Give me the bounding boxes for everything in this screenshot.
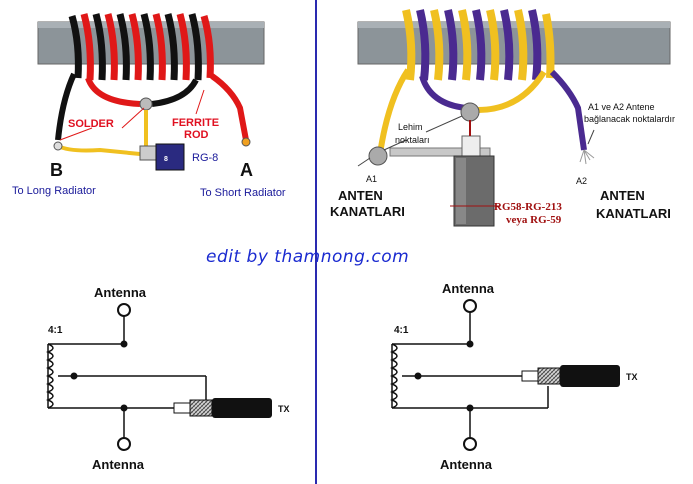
antenna-bottom-terminal [117,437,131,451]
antenna-bottom-label-right: Antenna [440,457,493,472]
solder-point-a1 [368,146,388,166]
shield-bracket [389,147,491,157]
wire-purple-to-a2 [549,69,587,151]
antenna-top-terminal [117,303,131,317]
ratio-label: 4:1 [48,325,63,336]
top-left-balun: 8 SOLDER FERRITE ROD RG-8 B A To Long Ra… [12,13,286,199]
wire-red-to-junction [85,76,141,107]
coil-windings-right [402,9,555,81]
bottom-left-schematic: Antenna 4:1 Antenna TX [45,285,290,472]
coax-braid [189,399,213,417]
coax-jacket-right [560,365,620,387]
to-long-radiator: To Long Radiator [12,185,96,197]
antenna-bottom-label: Antenna [92,457,145,472]
terminal-b-label: B [50,160,63,180]
a1-label: A1 [366,174,377,184]
coax-connector [139,145,157,161]
coil-winding [45,343,54,409]
tx-label-right: TX [626,372,638,382]
solder-junction-right [460,102,480,122]
wire-black-to-junction [151,78,199,107]
svg-text:8: 8 [164,156,168,163]
junction-mid [70,372,78,380]
junction-mid-right [414,372,422,380]
bottom-right-schematic: Antenna 4:1 Antenna TX [389,281,638,472]
wire-yellow-to-b [57,144,141,156]
ferrite-rod-right [357,21,671,65]
wire-yellow-to-junction [477,70,547,113]
coax-types-line1: RG58-RG-213 [494,201,562,213]
antenna-top-label-right: Antenna [442,281,495,296]
wire-red-to-a [210,73,249,141]
credit-watermark: edit by thamnong.com [206,247,409,267]
antenna-note-line1: A1 ve A2 Antene [588,102,655,112]
wire-yellow-to-a1 [377,68,411,155]
ratio-label-right: 4:1 [394,325,409,336]
connector-box [461,135,481,157]
tx-label: TX [278,404,290,414]
terminal-a-label: A [240,160,253,180]
anten-right-line1: ANTEN [600,188,645,203]
coax-jacket [212,398,272,418]
solder-points-line2: noktaları [395,135,430,145]
solder-label: SOLDER [68,118,114,130]
solder-points-line1: Lehim [398,122,423,132]
coil-winding-right [389,343,398,409]
coax-cable-rg8 [155,143,185,171]
solder-junction [139,97,153,111]
coax-center-conductor [173,402,191,414]
terminal-b-dot [53,141,63,151]
a2-strands [579,149,595,165]
wire-purple-to-junction [419,75,467,111]
anten-right-line2: KANATLARI [596,206,671,221]
to-short-radiator: To Short Radiator [200,187,286,199]
coax-center-conductor-right [521,370,539,382]
coax-braid-right [537,367,561,385]
wire-black-to-b [55,72,77,141]
coax-types-line2: veya RG-59 [506,214,562,226]
ferrite-label-line1: FERRITE [172,117,219,129]
coil-windings [68,13,214,81]
anten-left-line1: ANTEN [338,188,383,203]
coax-label-rg8: RG-8 [192,152,218,164]
antenna-top-label: Antenna [94,285,147,300]
ferrite-label-line2: ROD [184,129,209,141]
anten-left-line2: KANATLARI [330,204,405,219]
terminal-a-dot [241,137,251,147]
top-right-balun: Lehim noktaları A1 A2 ANTEN KANATLARI AN… [330,9,675,227]
antenna-top-terminal-right [463,299,477,313]
antenna-note-line2: bağlanacak noktalardır [584,114,675,124]
antenna-bottom-terminal-right [463,437,477,451]
a2-label: A2 [576,176,587,186]
